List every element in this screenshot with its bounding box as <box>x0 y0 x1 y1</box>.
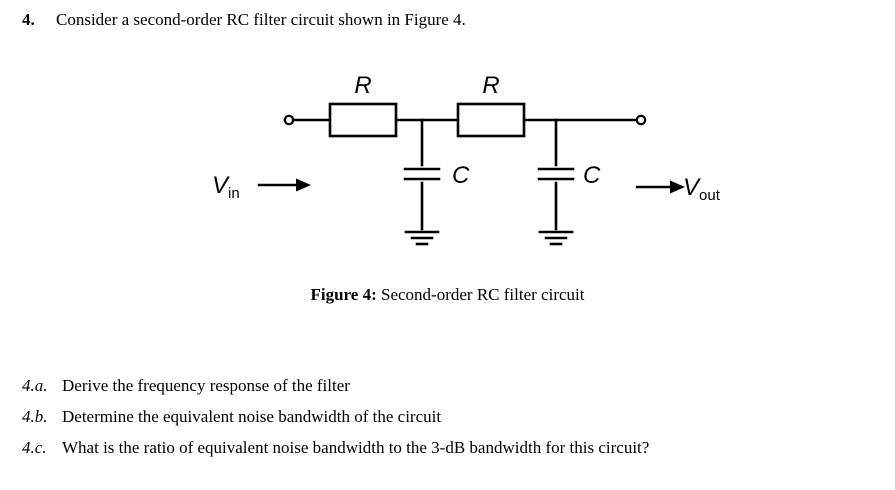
circuit-figure: R R C C Vin Vout <box>0 55 895 260</box>
subquestion-c-label: 4.c. <box>22 438 47 457</box>
figure-caption-label: Figure 4: <box>310 285 377 304</box>
input-voltage-subscript: in <box>228 185 240 202</box>
input-voltage-label: Vin <box>212 172 240 202</box>
figure-caption: Figure 4: Second-order RC filter circuit <box>0 283 895 307</box>
question-text: Consider a second-order RC filter circui… <box>56 10 466 29</box>
output-terminal-node <box>635 114 647 126</box>
input-arrow-head <box>296 178 311 192</box>
output-voltage-symbol: V <box>683 174 701 201</box>
subquestion-c: 4.c. What is the ratio of equivalent nois… <box>22 432 882 463</box>
resistor-1-body <box>328 102 398 138</box>
input-voltage-symbol: V <box>212 172 230 199</box>
subquestion-b: 4.b. Determine the equivalent noise bandw… <box>22 401 882 432</box>
subquestion-list: 4.a. Derive the frequency response of the… <box>22 370 882 463</box>
circuit-diagram-svg: R R C C Vin Vout <box>212 72 721 246</box>
output-voltage-label: Vout <box>683 174 721 204</box>
resistor-1-label: R <box>354 72 371 99</box>
question-heading: 4. Consider a second-order RC filter circ… <box>22 8 872 32</box>
question-number: 4. <box>22 10 35 29</box>
resistor-2-label: R <box>482 72 499 99</box>
subquestion-c-text: What is the ratio of equivalent noise ba… <box>62 438 650 457</box>
subquestion-a-text: Derive the frequency response of the fil… <box>62 376 350 395</box>
capacitor-2-label: C <box>583 162 601 189</box>
resistor-2-body <box>456 102 526 138</box>
subquestion-b-label: 4.b. <box>22 407 48 426</box>
output-voltage-subscript: out <box>699 187 721 204</box>
subquestion-a: 4.a. Derive the frequency response of the… <box>22 370 882 401</box>
figure-caption-text: Second-order RC filter circuit <box>381 285 585 304</box>
subquestion-a-label: 4.a. <box>22 376 48 395</box>
capacitor-1-label: C <box>452 162 470 189</box>
subquestion-b-text: Determine the equivalent noise bandwidth… <box>62 407 442 426</box>
output-arrow-head <box>670 180 685 194</box>
